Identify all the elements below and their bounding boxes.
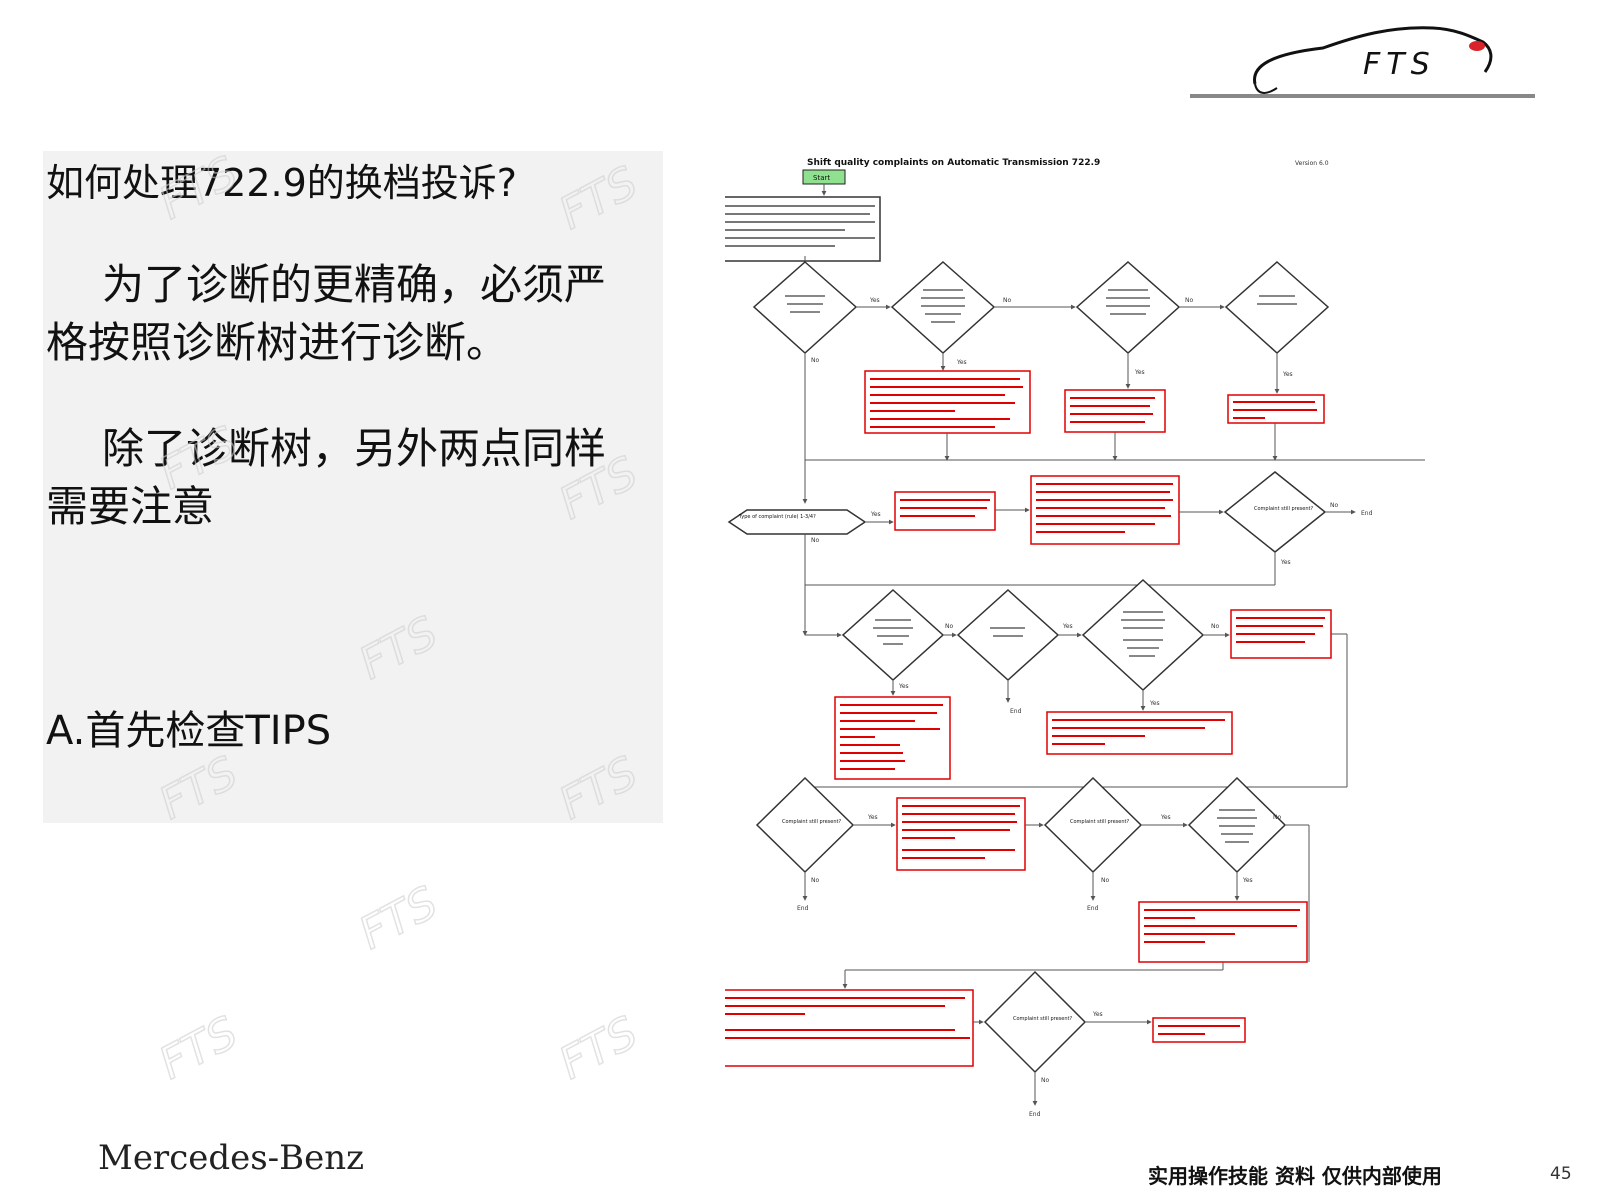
decision-complaint-present-5: [983, 970, 1087, 1074]
text-panel: [43, 151, 663, 823]
label-yes-1: Yes: [869, 297, 880, 304]
decision-stored-codes: [890, 260, 996, 355]
decision-complaint-present-4: [1043, 776, 1143, 874]
paragraph-two-points: 除了诊断树，另外两点同样需要注意: [46, 424, 607, 531]
label-yes-5: Yes: [870, 511, 881, 518]
decision-other-faults: [1224, 260, 1330, 355]
decision-complaint-present-1-label: Complaint still present?: [1254, 506, 1313, 512]
decision-type-of-complaint: [727, 509, 867, 535]
label-end-5: End: [1029, 1111, 1041, 1118]
action-box-software-update-2: [894, 491, 996, 531]
label-yes-4: Yes: [1282, 371, 1293, 378]
action-box-limp-home-check: [1138, 901, 1308, 963]
decision-complaint-present-1: [1223, 471, 1327, 553]
label-no-4: No: [1330, 502, 1338, 509]
header-divider: [1190, 94, 1535, 98]
label-no-7: No: [1211, 623, 1219, 630]
slide-title: 如何处理722.9的换档投诉?: [46, 161, 517, 205]
decision-vehicles-with-etc: [1081, 578, 1205, 692]
page-number: 45: [1550, 1164, 1572, 1184]
label-no-10: No: [1273, 814, 1281, 821]
label-end-2: End: [1010, 708, 1022, 715]
label-yes-3: Yes: [1134, 369, 1145, 376]
label-end-1: End: [1361, 510, 1373, 517]
flowchart-version: Version 6.0: [1295, 160, 1329, 167]
action-box-release-tcm: [1152, 1017, 1246, 1043]
label-end-3: End: [797, 905, 809, 912]
label-yes-11: Yes: [1160, 814, 1171, 821]
fts-logo: FTS: [1253, 26, 1493, 94]
label-no-2: No: [1185, 297, 1193, 304]
label-yes-6: Yes: [1280, 559, 1291, 566]
decision-complaint-present-4-label: Complaint still present?: [1070, 819, 1129, 825]
label-yes-2: Yes: [956, 359, 967, 366]
label-no-1: No: [1003, 297, 1011, 304]
flowchart-title: Shift quality complaints on Automatic Tr…: [807, 158, 1100, 168]
label-yes-7: Yes: [898, 683, 909, 690]
watermark-mark: FTS: [351, 877, 446, 960]
decision-complaint-present-3-label: Complaint still present?: [782, 819, 841, 825]
label-end-4: End: [1087, 905, 1099, 912]
action-box-release-and-targeted: [725, 989, 974, 1067]
watermark-mark: FTS: [151, 1007, 246, 1090]
action-box-software-update: [1064, 389, 1166, 433]
decision-fault-codes: [752, 260, 858, 355]
brand-logo-text: Mercedes-Benz: [98, 1138, 365, 1178]
car-silhouette-icon: [1253, 26, 1493, 85]
label-no-8: No: [811, 877, 819, 884]
label-no-5: No: [811, 537, 819, 544]
item-check-tips: A.首先检查TIPS: [46, 708, 332, 754]
label-yes-9: Yes: [1149, 700, 1160, 707]
label-no-3: No: [811, 357, 819, 364]
decision-complaint-present-3: [755, 776, 855, 874]
label-no-11: No: [1041, 1077, 1049, 1084]
decision-adaptation-values: [1075, 260, 1181, 355]
shift-complaint-flowchart: Shift quality complaints on Automatic Tr…: [725, 158, 1425, 1118]
footer-note: 实用操作技能 资料 仅供内部使用: [1148, 1164, 1442, 1188]
paragraph-diagnosis-tree: 为了诊断的更精确，必须严格按照诊断树进行诊断。: [46, 260, 607, 367]
label-yes-13: Yes: [1092, 1011, 1103, 1018]
label-no-6: No: [945, 623, 953, 630]
label-yes-8: Yes: [1062, 623, 1073, 630]
action-box-adaptation-sequence: [1030, 475, 1180, 545]
action-box-targeted-adaptation: [896, 797, 1026, 871]
label-yes-10: Yes: [867, 814, 878, 821]
logo-text: FTS: [1363, 47, 1436, 82]
decision-type-of-complaint-label: Type of complaint (rule) 1-3/4?: [738, 514, 816, 520]
label-no-9: No: [1101, 877, 1109, 884]
label-yes-12: Yes: [1242, 877, 1253, 884]
watermark-mark: FTS: [551, 1007, 646, 1090]
decision-complaint-present-5-label: Complaint still present?: [1013, 1016, 1072, 1022]
action-box-release-adaptation: [1046, 711, 1233, 755]
flow-start-label: Start: [813, 174, 830, 182]
